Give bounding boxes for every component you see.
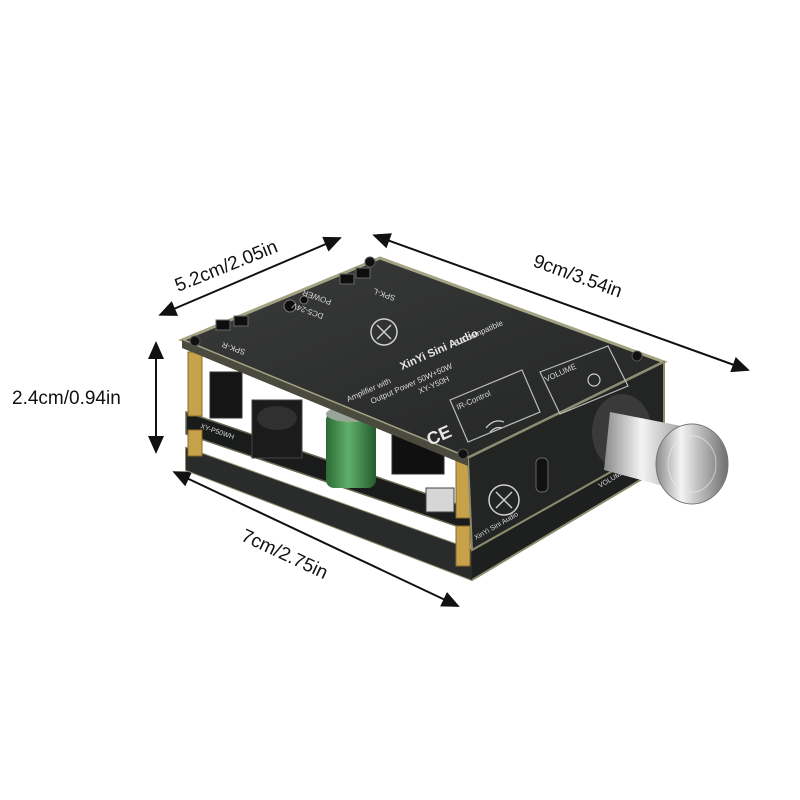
ir-receiver <box>535 457 549 493</box>
standoffs <box>187 351 471 567</box>
volume-dial-icon <box>587 373 601 387</box>
height-label: 2.4cm/0.94in <box>12 388 121 409</box>
dimension-height: 2.4cm/0.94in <box>12 341 164 454</box>
width-label: 7cm/2.75in <box>238 525 331 583</box>
ir-icon <box>485 420 505 433</box>
inductor <box>251 399 303 459</box>
depth-label: 5.2cm/2.05in <box>172 236 281 296</box>
board-logo-icon <box>370 318 398 346</box>
volume-knob[interactable] <box>592 394 729 505</box>
front-logo-icon <box>488 484 520 516</box>
length-label: 9cm/3.54in <box>530 251 625 303</box>
screws <box>189 256 643 460</box>
